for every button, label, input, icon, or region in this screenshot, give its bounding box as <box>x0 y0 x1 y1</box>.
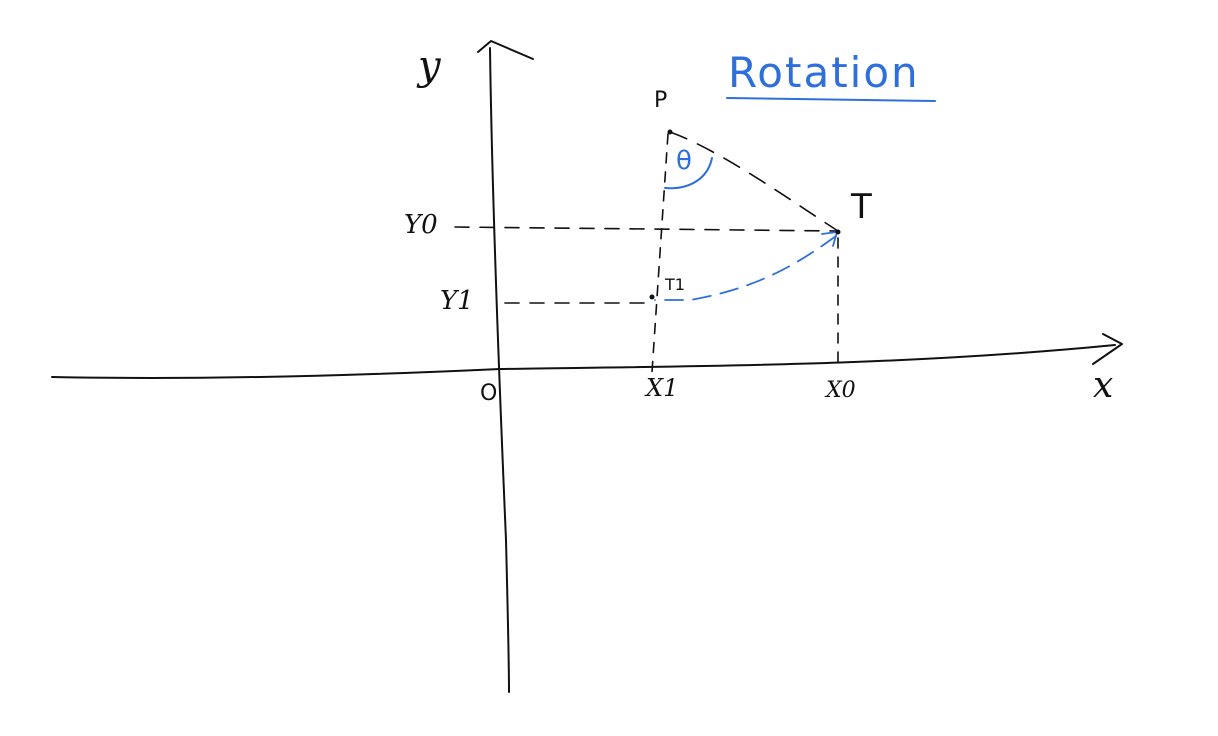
point-t1-label: T1 <box>665 275 685 294</box>
origin-label: O <box>480 381 498 406</box>
point-p-label: P <box>654 88 668 113</box>
y-axis <box>489 47 510 693</box>
x-axis-arrowhead <box>1092 333 1123 365</box>
point-t-label: T <box>851 187 872 227</box>
title-underline <box>726 97 936 102</box>
point-p <box>667 129 673 135</box>
angle-arc <box>664 157 713 190</box>
y0-label: Y0 <box>404 210 438 240</box>
angle-theta-label: θ <box>676 146 692 176</box>
diagram-title: Rotation <box>728 48 920 97</box>
point-t <box>835 229 841 235</box>
x0-label: X0 <box>826 378 856 403</box>
y-axis-label: y <box>418 43 441 89</box>
x-axis <box>51 344 1116 380</box>
y1-label: Y1 <box>440 286 474 316</box>
y-axis-arrowhead <box>477 40 534 60</box>
p-to-t-dashed-arc <box>669 131 839 232</box>
x-axis-label: x <box>1093 365 1114 406</box>
point-t1 <box>649 294 655 300</box>
rotation-path <box>654 235 837 301</box>
x1-dashed-line <box>651 133 669 373</box>
y0-dashed-line <box>454 226 839 232</box>
x1-label: X1 <box>646 374 679 402</box>
